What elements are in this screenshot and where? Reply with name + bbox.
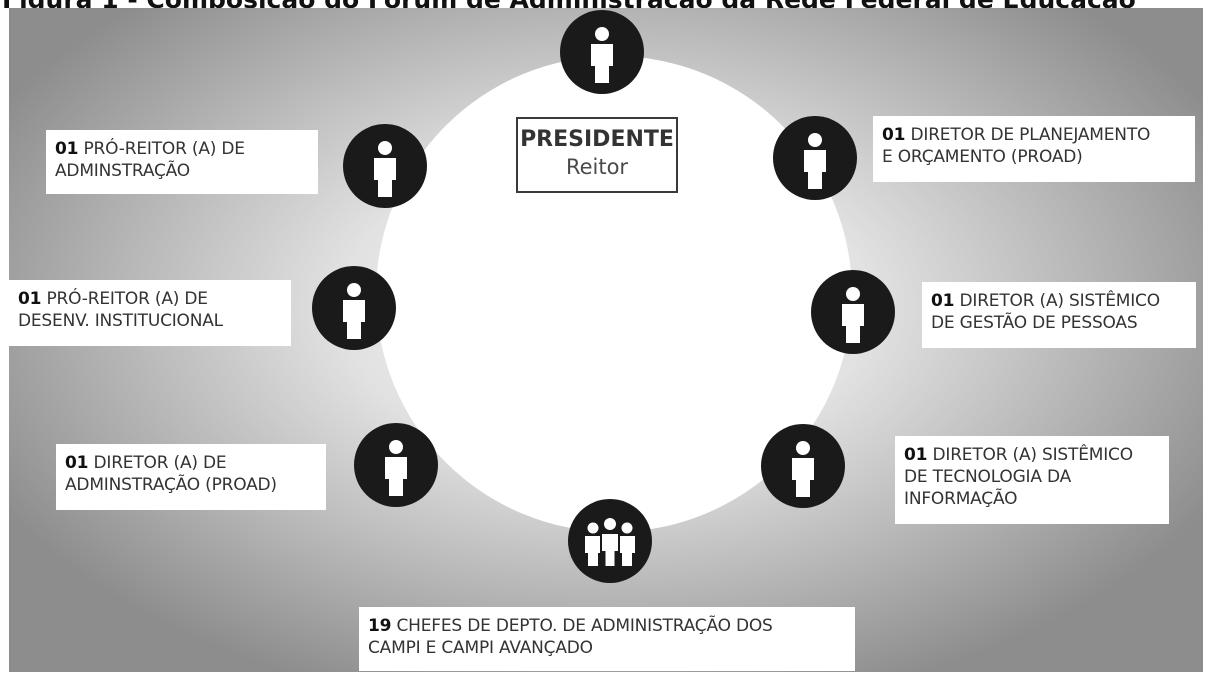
member-node-chefes-depto bbox=[568, 499, 652, 583]
member-role-line2: E ORÇAMENTO (PROAD) bbox=[882, 147, 1083, 167]
member-count: 01 bbox=[18, 289, 42, 309]
member-role-line1: DIRETOR (A) SISTÊMICO bbox=[932, 445, 1133, 465]
member-role-line2: ADMINSTRAÇÃO bbox=[55, 161, 190, 181]
member-label-diretor-administracao: 01 DIRETOR (A) DE ADMINSTRAÇÃO (PROAD) bbox=[56, 444, 326, 510]
president-node bbox=[560, 10, 644, 94]
person-icon bbox=[804, 133, 826, 189]
member-node-pro-reitor-desenvolvimento bbox=[312, 266, 396, 350]
member-label-diretor-gestao-pessoas: 01 DIRETOR (A) SISTÊMICO DE GESTÃO DE PE… bbox=[922, 282, 1196, 348]
member-label-pro-reitor-administracao: 01 PRÓ-REITOR (A) DE ADMINSTRAÇÃO bbox=[46, 130, 318, 194]
member-label-diretor-ti: 01 DIRETOR (A) SISTÊMICO DE TECNOLOGIA D… bbox=[895, 436, 1169, 524]
member-label-pro-reitor-desenvolvimento: 01 PRÓ-REITOR (A) DE DESENV. INSTITUCION… bbox=[9, 280, 291, 346]
member-role-line2: DESENV. INSTITUCIONAL bbox=[18, 311, 223, 331]
figure-heading: Figura 1 - Composição do Fórum de Admini… bbox=[0, 0, 1209, 10]
member-count: 01 bbox=[55, 139, 79, 159]
member-role-line2: CAMPI E CAMPI AVANÇADO bbox=[368, 638, 593, 658]
person-icon bbox=[842, 287, 864, 343]
member-count: 01 bbox=[931, 291, 955, 311]
president-subtitle: Reitor bbox=[565, 155, 629, 179]
person-icon bbox=[792, 441, 814, 497]
member-label-chefes-depto: 19 CHEFES DE DEPTO. DE ADMINISTRAÇÃO DOS… bbox=[359, 607, 855, 671]
person-icon bbox=[343, 283, 365, 339]
member-role-line1: CHEFES DE DEPTO. DE ADMINISTRAÇÃO DOS bbox=[396, 616, 773, 636]
member-node-diretor-gestao-pessoas bbox=[811, 270, 895, 354]
person-icon bbox=[385, 440, 407, 496]
member-node-diretor-ti bbox=[761, 424, 845, 508]
member-role-line2: DE TECNOLOGIA DA bbox=[904, 467, 1072, 487]
member-role-line1: DIRETOR (A) SISTÊMICO bbox=[959, 291, 1160, 311]
diagram-panel: PRESIDENTE Reitor 01 PRÓ-REITOR (A) DE A… bbox=[9, 8, 1203, 672]
member-role-line1: DIRETOR (A) DE bbox=[93, 453, 227, 473]
member-role-line1: PRÓ-REITOR (A) DE bbox=[83, 139, 245, 159]
member-node-diretor-planejamento bbox=[773, 116, 857, 200]
person-icon bbox=[374, 141, 396, 197]
member-role-line2: ADMINSTRAÇÃO (PROAD) bbox=[65, 475, 277, 495]
person-icon bbox=[591, 27, 613, 83]
member-label-diretor-planejamento: 01 DIRETOR DE PLANEJAMENTO E ORÇAMENTO (… bbox=[873, 116, 1195, 182]
member-node-diretor-administracao bbox=[354, 423, 438, 507]
member-role-line3: INFORMAÇÃO bbox=[904, 489, 1018, 509]
member-count: 01 bbox=[65, 453, 89, 473]
member-count: 01 bbox=[904, 445, 928, 465]
president-box: PRESIDENTE Reitor bbox=[516, 117, 678, 193]
member-count: 19 bbox=[368, 616, 392, 636]
member-role-line1: PRÓ-REITOR (A) DE bbox=[46, 289, 208, 309]
president-title: PRESIDENTE bbox=[520, 127, 674, 152]
member-node-pro-reitor-administracao bbox=[343, 124, 427, 208]
member-role-line1: DIRETOR DE PLANEJAMENTO bbox=[910, 125, 1151, 145]
group-icon bbox=[585, 516, 635, 568]
member-role-line2: DE GESTÃO DE PESSOAS bbox=[931, 313, 1138, 333]
member-count: 01 bbox=[882, 125, 906, 145]
